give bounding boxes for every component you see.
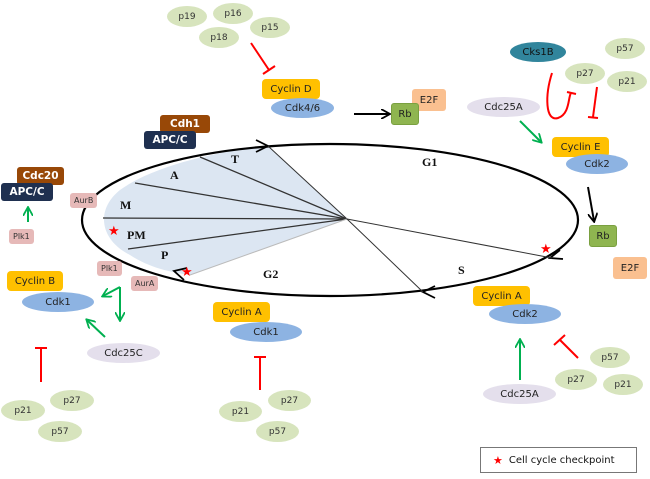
cdk2-g1s: Cdk2: [566, 154, 628, 174]
apc-c-cdh1: APC/C: [144, 131, 196, 149]
phase-label-g2: G2: [263, 267, 279, 281]
inhibitor-p16: p16: [213, 3, 253, 24]
inhibitor-p57-m: p57: [38, 421, 82, 442]
cyclin-a-s: Cyclin A: [473, 286, 530, 306]
checkpoint-star-g1s: ★: [540, 241, 552, 256]
aurb: AurB: [70, 193, 98, 208]
inhibitor-p21-m: p21: [1, 400, 45, 421]
inhibitor-p57-g2: p57: [256, 421, 299, 442]
phase-label-m: M: [120, 198, 132, 212]
legend: ★ Cell cycle checkpoint: [480, 447, 637, 473]
rb-g1s: Rb: [589, 225, 617, 247]
phase-label-a: A: [170, 168, 179, 182]
plk1-m: Plk1: [97, 261, 122, 276]
cdc25c: Cdc25C: [87, 343, 160, 363]
inhibitor-p27-g2: p27: [268, 390, 311, 411]
cdc25a-g1s: Cdc25A: [467, 97, 540, 117]
inhibitor-p18: p18: [199, 27, 239, 48]
e2f-g1: E2F: [412, 89, 446, 111]
legend-label: Cell cycle checkpoint: [508, 454, 615, 466]
inhibitor-p21-e: p21: [607, 71, 647, 92]
inhibitor-p27-e: p27: [565, 63, 605, 84]
inhibitor-p57-e: p57: [605, 38, 645, 59]
activation-arrows: [28, 120, 541, 380]
e2f-g1s: E2F: [613, 257, 647, 279]
cdk2-to-rb-arrow: [587, 186, 594, 221]
phase-label-t: T: [231, 152, 240, 166]
plk1-apc: Plk1: [9, 229, 34, 244]
cdk1-g2: Cdk1: [230, 322, 302, 342]
checkpoint-star-g2m: ★: [181, 264, 193, 279]
rb-g1: Rb: [391, 103, 419, 125]
cyclin-e: Cyclin E: [552, 137, 609, 157]
cdk2-s: Cdk2: [489, 304, 561, 324]
cdc20: Cdc20: [17, 167, 64, 185]
inhibitor-p27-m: p27: [50, 390, 94, 411]
m-entry-arrowhead: [172, 267, 188, 281]
cks1b: Cks1B: [510, 42, 566, 62]
cdh1: Cdh1: [160, 115, 210, 133]
mitosis-sector: [103, 146, 348, 275]
g2-entry-arrowhead: [420, 285, 436, 299]
cyclin-b: Cyclin B: [7, 271, 63, 291]
inhibitor-p21-s: p21: [603, 374, 643, 395]
inhibitor-p15: p15: [250, 17, 290, 38]
cdk4-6: Cdk4/6: [271, 98, 334, 118]
phase-label-p: P: [161, 248, 169, 262]
inhibitor-p27-s: p27: [555, 369, 597, 390]
inhibition-marks: [35, 42, 599, 390]
checkpoint-star-icon: ★: [493, 453, 503, 467]
cdk1-m: Cdk1: [22, 292, 94, 312]
apc-c-cdc20: APC/C: [1, 183, 53, 201]
cyclin-a-g2: Cyclin A: [213, 302, 270, 322]
cyclin-d: Cyclin D: [262, 79, 320, 99]
inhibitor-p19: p19: [167, 6, 207, 27]
cell-cycle-ellipse: [80, 142, 580, 298]
phase-label-pm: PM: [127, 228, 146, 242]
cdc25a-s: Cdc25A: [483, 384, 556, 404]
aura: AurA: [131, 276, 159, 291]
inhibitor-p21-g2: p21: [219, 401, 262, 422]
inhibitor-p57-s: p57: [590, 347, 630, 368]
phase-label-s: S: [458, 263, 465, 277]
checkpoint-star-spindle: ★: [108, 223, 120, 238]
phase-label-g1: G1: [422, 155, 438, 169]
phase-dividers: [102, 145, 553, 293]
